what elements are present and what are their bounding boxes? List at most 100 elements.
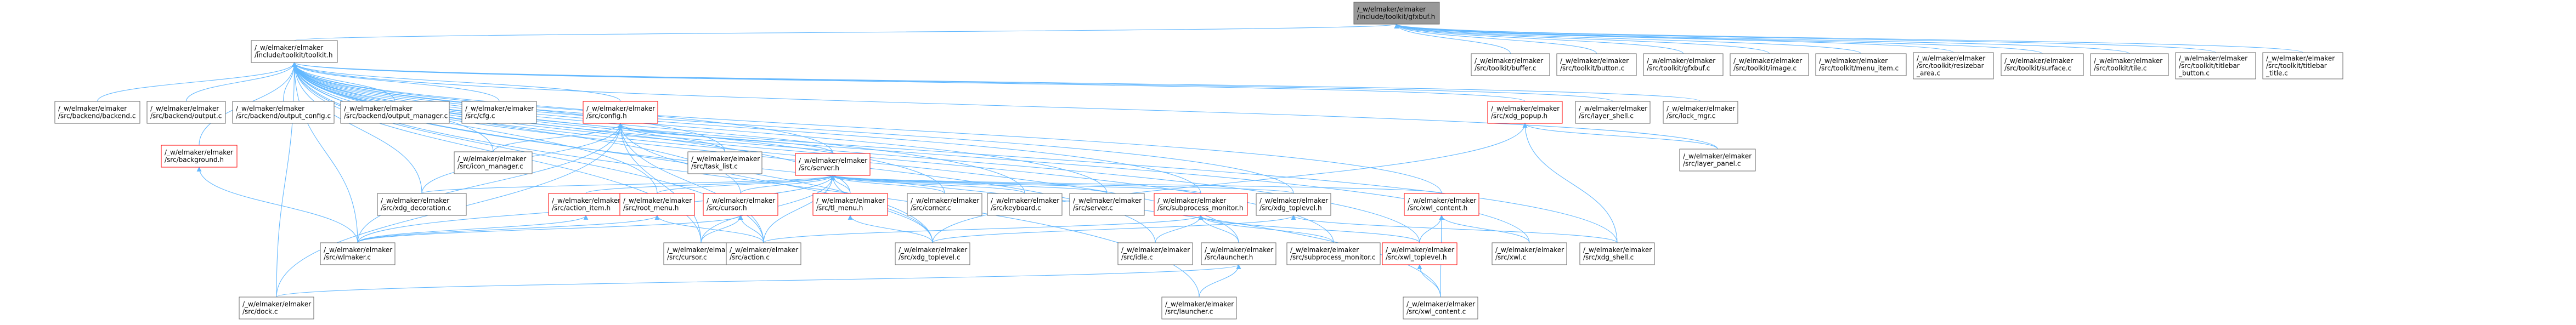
node-server-c[interactable]: /_w/elmaker/elmaker/src/server.c — [1069, 193, 1145, 216]
edge-server_h-to-config_h — [618, 123, 833, 154]
node-xdg-popup-h[interactable]: /_w/elmaker/elmaker/src/xdg_popup.h — [1487, 101, 1563, 124]
node-label-line: /_w/elmaker/elmaker — [691, 155, 760, 163]
node-cursor-c[interactable]: /_w/elmaker/elmaker/src/cursor.c — [663, 242, 739, 265]
edge-action_c-to-subprocess_monitor_h — [763, 215, 1204, 243]
node-label-line: /_w/elmaker/elmaker — [1165, 300, 1234, 308]
node-label-line: /src/backend/backend.c — [58, 112, 135, 120]
edge-layer_panel_c-to-toolkit_h — [292, 62, 1718, 150]
node-label-line: /src/corner.c — [911, 204, 951, 212]
node-cfg-c[interactable]: /_w/elmaker/elmaker/src/cfg.c — [461, 101, 537, 124]
node-label-line: /src/toolkit/titlebar — [2179, 62, 2240, 70]
node-tk-button-c[interactable]: /_w/elmaker/elmaker/src/toolkit/button.c — [1556, 53, 1637, 76]
node-tk-resizebar-area-c[interactable]: /_w/elmaker/elmaker/src/toolkit/resizeba… — [1913, 52, 1994, 79]
node-tk-image-c[interactable]: /_w/elmaker/elmaker/src/toolkit/image.c — [1730, 53, 1809, 76]
node-tk-titlebar-title-c[interactable]: /_w/elmaker/elmaker/src/toolkit/titlebar… — [2262, 52, 2343, 79]
node-launcher-c[interactable]: /_w/elmaker/elmaker/src/launcher.c — [1161, 297, 1237, 320]
edge-cursor_c-to-config_h — [618, 123, 702, 243]
node-background-h[interactable]: /_w/elmaker/elmaker/src/background.h — [161, 145, 238, 168]
node-backend-output-config-c[interactable]: /_w/elmaker/elmaker/src/backend/output_c… — [232, 101, 335, 124]
node-xdg-toplevel-h[interactable]: /_w/elmaker/elmaker/src/xdg_toplevel.h — [1256, 193, 1331, 216]
node-wlmaker-c[interactable]: /_w/elmaker/elmaker/src/wlmaker.c — [320, 242, 396, 265]
node-label-line: /_w/elmaker/elmaker — [991, 197, 1059, 204]
node-icon-manager-c[interactable]: /_w/elmaker/elmaker/src/icon_manager.c — [454, 151, 533, 174]
node-label-line: /_w/elmaker/elmaker — [1495, 246, 1564, 254]
node-label-line: /src/action_item.h — [552, 204, 611, 212]
node-box — [2175, 52, 2256, 79]
edge-xdg_toplevel_c-to-toolkit_h — [292, 62, 933, 243]
node-root-menu-h[interactable]: /_w/elmaker/elmaker/src/root_menu.h — [619, 193, 695, 216]
node-backend-output-manager-c[interactable]: /_w/elmaker/elmaker/src/backend/output_m… — [340, 101, 450, 124]
node-xdg-toplevel-c[interactable]: /_w/elmaker/elmaker/src/xdg_toplevel.c — [895, 242, 970, 265]
node-label-line: /src/toolkit/titlebar — [2266, 62, 2327, 70]
node-subprocess-monitor-c[interactable]: /_w/elmaker/elmaker/src/subprocess_monit… — [1286, 242, 1381, 265]
node-label-line: /src/xdg_toplevel.c — [899, 254, 961, 261]
edge-subprocess_monitor_c-to-toolkit_h — [292, 62, 1334, 243]
node-backend-output-c[interactable]: /_w/elmaker/elmaker/src/backend/output.c — [146, 101, 226, 124]
node-launcher-h[interactable]: /_w/elmaker/elmaker/src/launcher.h — [1201, 242, 1276, 265]
node-tk-surface-c[interactable]: /_w/elmaker/elmaker/src/toolkit/surface.… — [2001, 53, 2084, 76]
node-toolkit-h[interactable]: /_w/elmaker/elmaker/include/toolkit/tool… — [251, 40, 338, 63]
node-tl-menu-h[interactable]: /_w/elmaker/elmaker/src/tl_menu.h — [812, 193, 888, 216]
node-tk-menu-item-c[interactable]: /_w/elmaker/elmaker/src/toolkit/menu_ite… — [1815, 53, 1907, 76]
node-tk-buffer-c[interactable]: /_w/elmaker/elmaker/src/toolkit/buffer.c — [1471, 53, 1550, 76]
node-tk-gfxbuf-c[interactable]: /_w/elmaker/elmaker/src/toolkit/gfxbuf.c — [1643, 53, 1724, 76]
node-backend-c[interactable]: /_w/elmaker/elmaker/src/backend/backend.… — [54, 101, 140, 124]
node-label-line: /src/server.c — [1073, 204, 1113, 212]
edge-xwl_toplevel_h-to-xwl_content_h — [1419, 215, 1444, 243]
node-box — [895, 242, 970, 265]
node-label-line: /_w/elmaker/elmaker — [1667, 105, 1735, 112]
node-label-line: /src/backend/output.c — [150, 112, 222, 120]
node-tk-tile-c[interactable]: /_w/elmaker/elmaker/src/toolkit/tile.c — [2090, 53, 2169, 76]
node-xdg-shell-c[interactable]: /_w/elmaker/elmaker/src/xdg_shell.c — [1579, 242, 1655, 265]
node-box — [161, 145, 238, 168]
node-server-h[interactable]: /_w/elmaker/elmaker/src/server.h — [795, 153, 871, 176]
node-layer-panel-c[interactable]: /_w/elmaker/elmaker/src/layer_panel.c — [1679, 149, 1756, 172]
node-xwl-toplevel-h[interactable]: /_w/elmaker/elmaker/src/xwl_toplevel.h — [1382, 242, 1458, 265]
node-box — [454, 151, 533, 174]
node-box — [54, 101, 140, 124]
node-action-item-h[interactable]: /_w/elmaker/elmaker/src/action_item.h — [548, 193, 624, 216]
node-label-line: /_w/elmaker/elmaker — [242, 300, 311, 308]
edge-wlmaker_c-to-toolkit_h — [292, 62, 358, 243]
node-cursor-h[interactable]: /_w/elmaker/elmaker/src/cursor.h — [703, 193, 778, 216]
node-box — [320, 242, 396, 265]
node-dock-c[interactable]: /_w/elmaker/elmaker/src/dock.c — [239, 297, 314, 320]
node-layer-shell-c[interactable]: /_w/elmaker/elmaker/src/layer_shell.c — [1575, 101, 1651, 124]
node-box — [232, 101, 335, 124]
node-label-line: /_w/elmaker/elmaker — [816, 197, 885, 204]
node-label-line: /src/layer_shell.c — [1579, 112, 1634, 120]
node-xdg-decoration-c[interactable]: /_w/elmaker/elmaker/src/xdg_decoration.c — [377, 193, 467, 216]
edge-wlmaker_c-to-root_menu_h — [357, 215, 660, 243]
node-config-h[interactable]: /_w/elmaker/elmaker/src/config.h — [583, 101, 658, 124]
node-gfxbuf-h[interactable]: /_w/elmaker/elmaker/include/toolkit/gfxb… — [1353, 2, 1440, 25]
node-label-line: /src/tl_menu.h — [816, 204, 863, 212]
node-lock-mgr-c[interactable]: /_w/elmaker/elmaker/src/lock_mgr.c — [1663, 101, 1738, 124]
edge-task_list_c-to-config_h — [618, 123, 726, 152]
node-box — [1286, 242, 1381, 265]
node-task-list-c[interactable]: /_w/elmaker/elmaker/src/task_list.c — [687, 151, 762, 174]
node-label-line: /src/toolkit/button.c — [1560, 65, 1624, 72]
edge-cursor_c-to-cursor_h — [701, 215, 743, 243]
node-xwl-content-c[interactable]: /_w/elmaker/elmaker/src/xwl_content.c — [1403, 297, 1478, 320]
node-label-line: _area.c — [1916, 69, 1940, 77]
node-label-line: /src/xdg_toplevel.h — [1259, 204, 1322, 212]
node-subprocess-monitor-h[interactable]: /_w/elmaker/elmaker/src/subprocess_monit… — [1154, 193, 1248, 216]
node-tk-titlebar-button-c[interactable]: /_w/elmaker/elmaker/src/toolkit/titlebar… — [2175, 52, 2256, 79]
node-action-c[interactable]: /_w/elmaker/elmaker/src/action.c — [726, 242, 801, 265]
node-keyboard-c[interactable]: /_w/elmaker/elmaker/src/keyboard.c — [987, 193, 1063, 216]
node-label-line: /src/wlmaker.c — [324, 254, 371, 261]
node-label-line: /_w/elmaker/elmaker — [2266, 54, 2335, 62]
node-label-line: /_w/elmaker/elmaker — [730, 246, 798, 254]
node-idle-c[interactable]: /_w/elmaker/elmaker/src/idle.c — [1117, 242, 1193, 265]
node-xwl-content-h[interactable]: /_w/elmaker/elmaker/src/xwl_content.h — [1404, 193, 1479, 216]
node-label-line: /src/backend/output_config.c — [236, 112, 331, 120]
edge-corner_c-to-server_h — [830, 175, 945, 194]
node-label-line: /_w/elmaker/elmaker — [1647, 57, 1715, 65]
node-label-line: /_w/elmaker/elmaker — [1290, 246, 1359, 254]
node-label-line: /src/toolkit/tile.c — [2094, 65, 2147, 72]
node-label-line: /_w/elmaker/elmaker — [667, 246, 736, 254]
node-xwl-c[interactable]: /_w/elmaker/elmaker/src/xwl.c — [1492, 242, 1567, 265]
node-corner-c[interactable]: /_w/elmaker/elmaker/src/corner.c — [907, 193, 982, 216]
node-box — [377, 193, 467, 216]
edge-xdg_toplevel_h-to-server_h — [831, 175, 1294, 194]
